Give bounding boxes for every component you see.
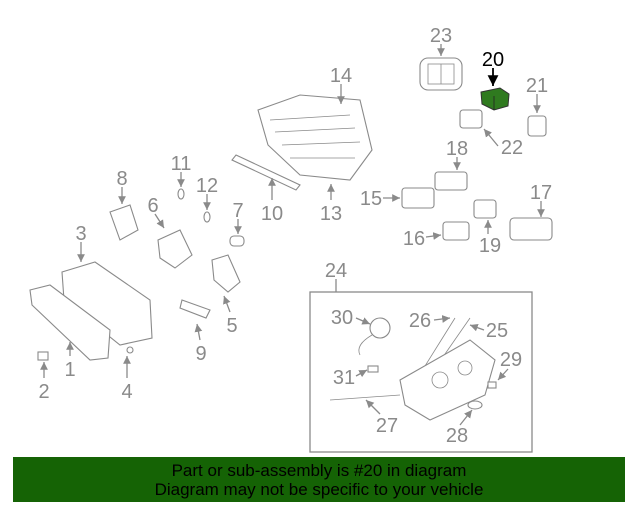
part-12-bulb[interactable] [203,211,211,223]
part-20-switch[interactable] [480,87,510,111]
label-1[interactable]: 1 [64,359,75,381]
part-control-panel[interactable] [399,339,496,421]
part-10-strip[interactable] [231,154,301,191]
part-17-switch[interactable] [509,217,553,241]
part-31-clip[interactable] [367,365,379,373]
label-17[interactable]: 17 [530,182,552,204]
part-19-switch[interactable] [473,199,497,219]
label-14[interactable]: 14 [330,65,352,87]
part-6-gauge[interactable] [157,229,193,269]
part-1-lens[interactable] [29,284,111,361]
label-29[interactable]: 29 [500,349,522,371]
label-18[interactable]: 18 [446,138,468,160]
part-4-screw[interactable] [126,346,134,354]
label-9[interactable]: 9 [195,343,206,365]
label-25[interactable]: 25 [486,320,508,342]
part-15-switch[interactable] [401,187,435,209]
label-23[interactable]: 23 [430,25,452,47]
part-21-switch[interactable] [527,115,547,137]
part-5-gauge[interactable] [211,254,241,293]
label-4[interactable]: 4 [121,381,132,403]
banner-line-disclaimer: Diagram may not be specific to your vehi… [154,480,484,499]
label-28[interactable]: 28 [446,425,468,447]
part-14-cluster-housing[interactable] [257,94,373,181]
label-26[interactable]: 26 [409,310,431,332]
part-9-bracket[interactable] [179,299,211,319]
label-7[interactable]: 7 [232,200,243,222]
label-20[interactable]: 20 [482,49,504,71]
info-banner: Part or sub-assembly is #20 in diagram D… [13,457,625,502]
label-31[interactable]: 31 [333,367,355,389]
part-16-switch[interactable] [442,221,470,241]
leader-lines [40,44,545,426]
banner-line-part: Part or sub-assembly is #20 in diagram [171,461,467,480]
label-5[interactable]: 5 [226,315,237,337]
part-8-gauge[interactable] [109,204,139,241]
label-3[interactable]: 3 [75,223,86,245]
part-28-knob[interactable] [467,400,483,410]
part-2-clip[interactable] [37,351,49,361]
label-30[interactable]: 30 [331,307,353,329]
label-2[interactable]: 2 [38,381,49,403]
label-13[interactable]: 13 [320,203,342,225]
label-10[interactable]: 10 [261,203,283,225]
part-7-knob[interactable] [229,235,245,247]
label-6[interactable]: 6 [147,195,158,217]
sub-assembly-24-box [309,291,533,453]
part-23-bezel[interactable] [419,57,463,91]
label-8[interactable]: 8 [116,168,127,190]
part-30-actuator[interactable] [358,317,391,356]
label-21[interactable]: 21 [526,75,548,97]
label-24[interactable]: 24 [325,260,347,282]
label-22[interactable]: 22 [501,137,523,159]
part-18-switch[interactable] [434,171,468,191]
label-11[interactable]: 11 [171,153,192,175]
label-27[interactable]: 27 [376,415,398,437]
label-15[interactable]: 15 [360,188,382,210]
label-16[interactable]: 16 [403,228,425,250]
part-29-clip[interactable] [487,381,497,389]
part-11-bulb[interactable] [177,188,185,200]
label-19[interactable]: 19 [479,235,501,257]
label-12[interactable]: 12 [196,175,218,197]
part-27-cable[interactable] [329,394,401,401]
part-22-switch[interactable] [459,109,483,129]
